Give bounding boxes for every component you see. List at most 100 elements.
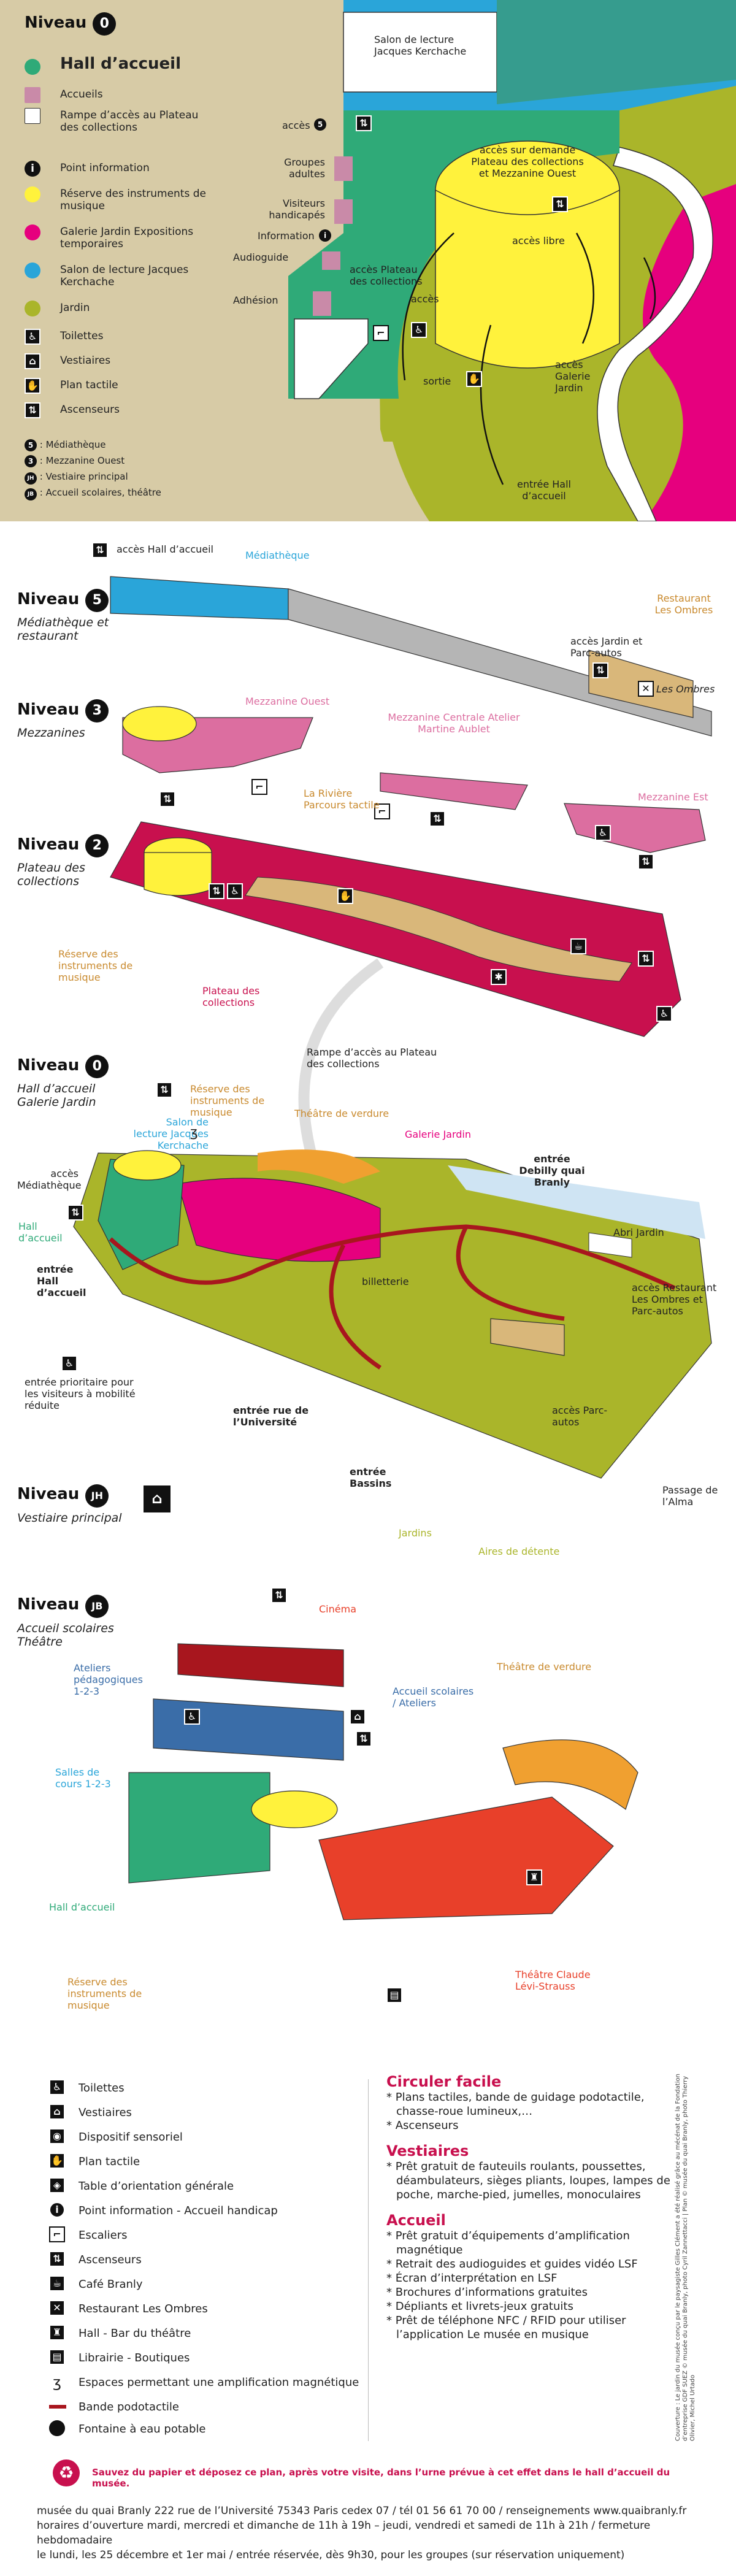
access-legend-label: : Médiathèque [39,439,106,450]
access-code-badge: 3 [25,455,37,467]
jb-red-theatre [318,1796,614,1920]
l0-billetterie: billetterie [362,1276,409,1287]
level5-number: 5 [85,589,109,612]
top-level-number: 0 [93,12,117,36]
legend-label-galerie: Galerie Jardin Expositions temporaires [60,226,194,250]
bottom-legend-label: Ascenseurs [79,2253,142,2266]
bottom-legend-label: Bande podotactile [79,2401,180,2413]
cafe-icon: ☕ [570,938,586,954]
elevator-icon: ⇅ [271,1587,287,1603]
footer-line-1: musée du quai Branly 222 rue de l’Univer… [37,2505,687,2517]
l0-galerie: Galerie Jardin [405,1129,472,1140]
l2-riviere: La Rivière Parcours tactile [304,788,380,811]
elevator-icon: ⇅ [356,1731,372,1747]
legend-label-hall: Hall d’accueil [60,55,182,73]
l0-entree-bassins: entrée Bassins [350,1466,392,1489]
accueil-text-2: Retrait des audioguides et guides vidéo … [395,2258,638,2271]
access-legend-row: JB : Accueil scolaires, théâtre [25,485,161,500]
cloakroom-icon: ⌂ [49,2104,65,2120]
recycle-icon: ♻ [53,2459,80,2486]
top-label-acces-demande: accès sur demande Plateau des collection… [471,144,584,179]
galerie-level0 [177,1178,381,1262]
cloakroom-icon: ⌂ [142,1484,172,1514]
jb-cylinder [251,1790,338,1828]
cloakroom-icon: ⌂ [350,1709,366,1725]
l2-rampe: Rampe d’accès au Plateau des collections [307,1046,437,1070]
l0-passage: Passage de l’Alma [662,1484,718,1508]
tactile-plan-icon: ✋ [466,371,482,387]
hall-accueil-shape [288,110,619,399]
info-icon: i [49,2202,65,2218]
bottom-legend-label: Librairie - Boutiques [79,2352,190,2364]
level0-number: 0 [85,1055,109,1078]
jb-hall: Hall d’accueil [49,1901,115,1913]
accueil-item-1: * Prêt gratuit d’équipements d’amplifica… [386,2229,630,2256]
bottom-legend-label: Café Branly [79,2278,143,2291]
top-label-entree-hall: entrée Hall d’accueil [517,478,571,502]
accueils-swatch [25,87,40,103]
levelJB-number: JB [85,1595,109,1618]
access-legend: 5 : Médiathèque 3 : Mezzanine Ouest JH :… [25,437,161,500]
l0-abri: Abri Jardin [613,1227,664,1238]
level0-subtitle: Hall d’accueil Galerie Jardin [17,1082,96,1109]
l5-mediatheque: Médiathèque [245,550,310,561]
top-label-acces: accès [282,120,310,131]
levelJH-label: Niveau [17,1485,80,1503]
elevator-icon: ⇅ [156,1082,172,1098]
info-icon: i [319,229,331,242]
legend-label-rampe: Rampe d’accès au Plateau des collections [60,109,199,134]
bottom-legend-label: Fontaine à eau potable [79,2423,206,2436]
elevator-icon: ⇅ [67,1205,83,1221]
circuler-item-1: * Plans tactiles, bande de guidage podot… [386,2091,645,2118]
access-legend-row: JH : Vestiaire principal [25,469,161,485]
jb-cinema: Cinéma [319,1603,356,1615]
tactile-plan-icon: ✋ [49,2153,65,2169]
jb-theatre-verdure: Théâtre de verdure [497,1661,592,1673]
bottom-legend-label: Point information - Accueil handicap [79,2204,278,2217]
mezz-centrale-shape [380,772,528,810]
legend-label-vestiaires: Vestiaires [60,355,111,367]
jardin-swatch [25,301,40,316]
top-label-acces-libre: accès libre [512,235,565,247]
escalator-icon: ⌐ [373,325,389,341]
tactile-plan-icon: ✋ [25,378,40,394]
legend-label-jardin: Jardin [60,302,90,314]
toilets-icon: ♿ [656,1006,672,1022]
legend-label-accueils: Accueils [60,88,103,101]
tactile-path-l0 [109,1224,676,1370]
l5-acces-hall: accès Hall d’accueil [117,543,213,555]
l0-entree-hall: entrée Hall d’accueil [37,1263,86,1298]
recycle-text: Sauvez du papier et déposez ce plan, apr… [92,2467,670,2489]
elevator-icon: ⇅ [429,811,445,827]
jb-brown-block [177,1643,344,1687]
top-label-acces-mid: accès [411,293,439,305]
l0-acces-media: accès Médiathèque [17,1168,82,1191]
access-code-badge: 5 [25,439,37,451]
bottom-legend-label: Toilettes [79,2082,125,2095]
access-code-badge: JB [25,488,37,500]
jb-ateliers: Ateliers pédagogiques 1-2-3 [74,1662,143,1697]
theatre-verdure-l0 [258,1149,380,1184]
restaurant-l0 [490,1318,565,1356]
salon-white-block [343,12,497,93]
elevator-icon: ⇅ [592,662,608,678]
elevator-icon: ⇅ [356,115,372,131]
legend-divider [368,2079,369,2441]
accueil-text-6: Prêt de téléphone NFC / RFID pour utilis… [395,2314,626,2341]
level2-number: 2 [85,834,109,857]
accueil-item-5: * Dépliants et livrets-jeux gratuits [386,2300,573,2313]
l3-ouest: Mezzanine Ouest [245,696,330,707]
vestiaires-item-1: * Prêt gratuit de fauteuils roulants, po… [386,2160,670,2201]
bottom-legend-label: Plan tactile [79,2155,140,2168]
plateau-cylinder-body [144,852,212,896]
bar-icon: ♜ [526,1869,542,1885]
cloakroom-icon: ⌂ [25,353,40,369]
level3-label: Niveau [17,700,80,719]
